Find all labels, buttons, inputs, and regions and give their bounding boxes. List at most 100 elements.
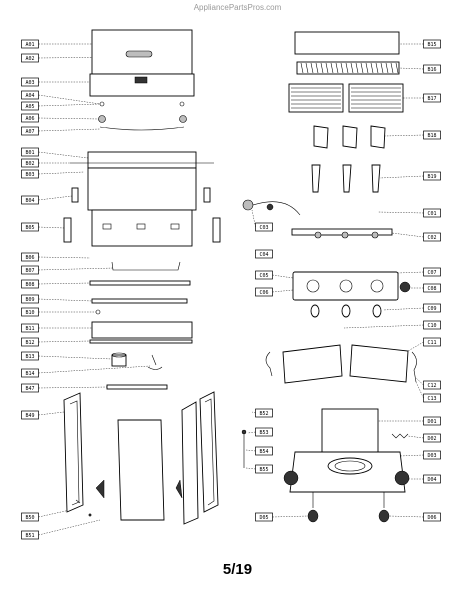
callout-d01: D01	[423, 416, 441, 426]
tank-ring-part	[327, 457, 373, 475]
callout-a07: A07	[21, 126, 39, 136]
callout-box	[21, 337, 39, 347]
leader-line	[391, 232, 424, 238]
callout-label: C02	[427, 235, 436, 241]
callout-box	[423, 337, 441, 347]
leader-line	[407, 341, 424, 352]
leader-line	[247, 431, 256, 434]
grate-bar	[385, 62, 389, 74]
callout-box	[255, 408, 273, 418]
leader-line	[379, 175, 424, 179]
hinge-nut-part-2	[179, 115, 187, 123]
callout-box	[423, 320, 441, 330]
callout-label: B17	[427, 96, 436, 102]
burner-port-3	[170, 223, 180, 230]
callout-label: B12	[25, 340, 34, 346]
callout-label: B05	[25, 225, 34, 231]
callout-b49: B49	[21, 410, 39, 420]
left-cart-panel	[63, 392, 84, 513]
control-panel-part	[292, 271, 399, 301]
callout-b16: B16	[423, 64, 441, 74]
control-knob-hole-3	[370, 279, 384, 293]
callout-label: C13	[427, 396, 436, 402]
callout-label: A03	[25, 80, 34, 86]
part-drawings	[63, 29, 417, 525]
callout-b06: B06	[21, 252, 39, 262]
gas-hose-part	[252, 201, 301, 216]
grate-bar	[360, 62, 364, 74]
leader-line	[38, 103, 101, 107]
callout-label: B52	[259, 411, 268, 417]
grate-bar	[370, 62, 374, 74]
leader-line	[38, 267, 115, 271]
callout-box	[21, 279, 39, 289]
callout-b51: B51	[21, 530, 39, 540]
callout-box	[255, 270, 273, 280]
callout-box	[21, 158, 39, 168]
callout-b08: B08	[21, 279, 39, 289]
callout-box	[423, 416, 441, 426]
heat-tent-1	[313, 125, 329, 149]
leader-line	[272, 289, 294, 293]
callout-label: B53	[259, 430, 268, 436]
valve-2	[341, 231, 349, 239]
leader-line	[415, 377, 424, 386]
leader-line	[251, 209, 256, 228]
callout-label: B10	[25, 310, 34, 316]
callout-box	[255, 464, 273, 474]
grate-bar	[315, 62, 319, 74]
callout-box	[21, 195, 39, 205]
firebox-top-part	[87, 151, 197, 169]
callout-c02: C02	[423, 232, 441, 242]
caster-left-part	[307, 509, 319, 523]
callout-c13: C13	[423, 393, 441, 403]
knob-3	[372, 304, 382, 318]
leader-line	[245, 449, 256, 452]
callout-box	[21, 383, 39, 393]
callout-label: D01	[427, 419, 436, 425]
grease-tray-part	[111, 261, 181, 271]
callout-d02: D02	[423, 433, 441, 443]
callout-b01: B01	[21, 147, 39, 157]
callout-c08: C08	[423, 283, 441, 293]
side-panel-left	[63, 217, 72, 243]
leader-line	[388, 515, 424, 518]
callout-label: C01	[427, 211, 436, 217]
leader-line	[38, 151, 89, 159]
warming-grate-bars	[300, 62, 399, 74]
leader-line	[38, 171, 85, 175]
regulator-part	[242, 199, 254, 211]
callout-label: B54	[259, 449, 268, 455]
leader-line	[38, 519, 101, 536]
center-door-part	[117, 419, 165, 521]
callout-label: C09	[427, 306, 436, 312]
temp-gauge-part	[134, 76, 148, 84]
burner-port-1	[102, 223, 112, 230]
grate-bar	[335, 62, 339, 74]
leader-line	[38, 298, 93, 302]
callout-label: A06	[25, 116, 34, 122]
callout-box	[21, 323, 39, 333]
leader-line	[38, 365, 151, 374]
callout-label: B07	[25, 268, 34, 274]
knob-1	[310, 304, 320, 318]
callout-a06: A06	[21, 113, 39, 123]
callout-b10: B10	[21, 307, 39, 317]
cooking-grate-right	[348, 83, 404, 113]
page-number: 5/19	[222, 561, 253, 578]
callout-box	[255, 446, 273, 456]
leader-line	[377, 211, 424, 214]
callout-label: D04	[427, 477, 436, 483]
callout-box	[255, 512, 273, 522]
callout-c10: C10	[423, 320, 441, 330]
callout-label: B13	[25, 354, 34, 360]
callout-a03: A03	[21, 77, 39, 87]
callout-box	[21, 39, 39, 49]
grate-bar	[325, 62, 329, 74]
side-shelf-left	[282, 344, 343, 384]
callout-labels: A01A02A03A04A05A06A07B01B02B03B04B05B06B…	[21, 39, 441, 540]
leader-line	[245, 467, 256, 470]
callout-box	[21, 169, 39, 179]
callout-label: C04	[259, 252, 268, 258]
grate-bar	[355, 62, 359, 74]
